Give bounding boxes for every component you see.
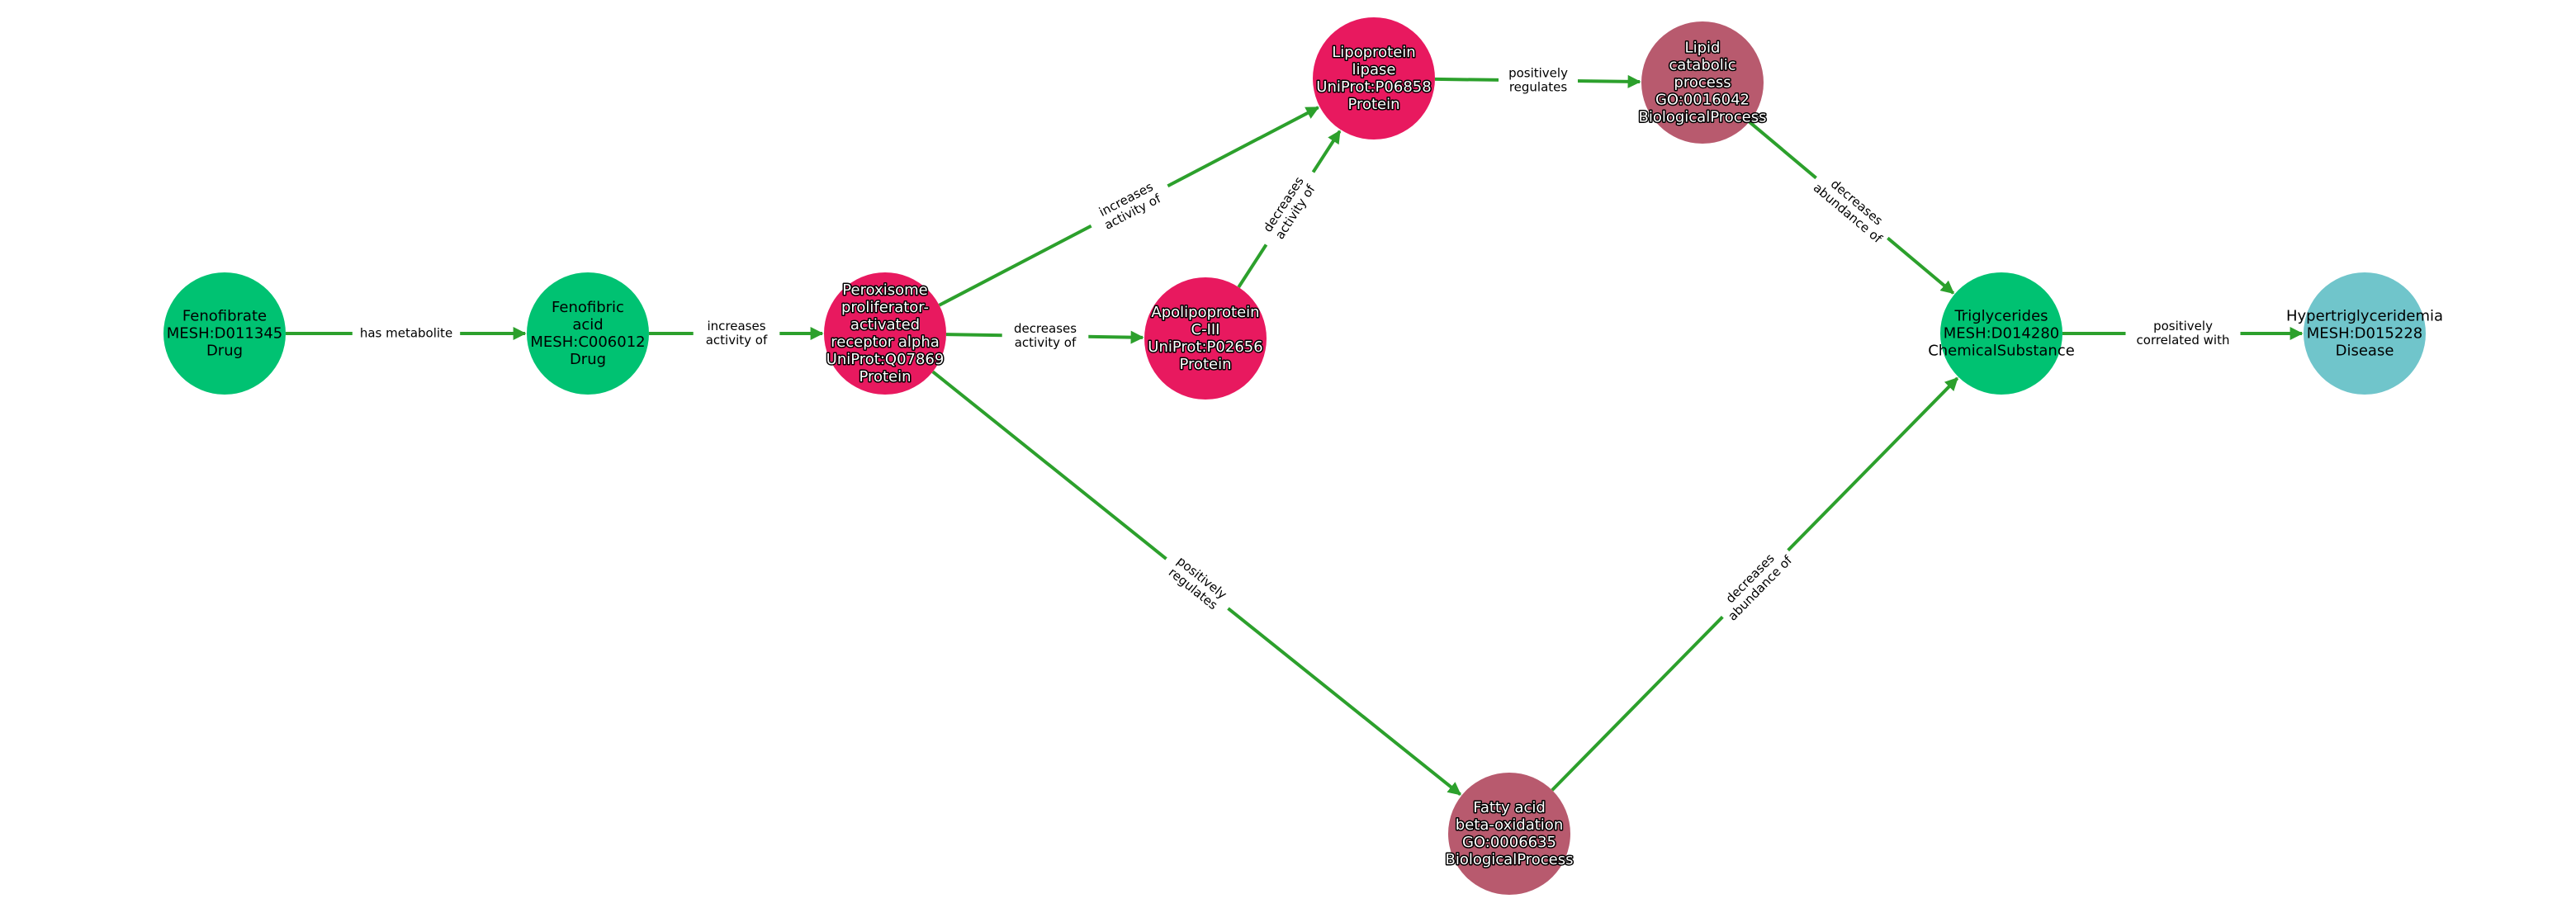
- node-label-line: Protein: [1347, 96, 1399, 113]
- node-label-line: MESH:D015228: [2307, 325, 2423, 343]
- node-label-line: Triglycerides: [1953, 308, 2048, 325]
- node-label-line: UniProt:P02656: [1148, 338, 1262, 356]
- node-circle[interactable]: [1940, 272, 2062, 395]
- node-label-line: BiologicalProcess: [1638, 109, 1766, 126]
- node-label-line: UniProt:P06858: [1316, 78, 1431, 96]
- node-circle[interactable]: [163, 272, 286, 395]
- node-label-line: process: [1674, 74, 1731, 92]
- node-label-line: MESH:C006012: [530, 333, 645, 351]
- node-label-line: C-III: [1191, 321, 1220, 338]
- edge-label: has metabolite: [352, 324, 461, 343]
- edge-label-background: [1156, 546, 1238, 621]
- node-circle[interactable]: [527, 272, 649, 395]
- edge-label-background: [1711, 539, 1800, 628]
- edge-label-background: [352, 324, 461, 343]
- node-lipidcat[interactable]: LipidcatabolicprocessGO:0016042Biologica…: [1637, 21, 1768, 144]
- node-label-line: ChemicalSubstance: [1928, 343, 2075, 360]
- edge-label-background: [1083, 172, 1176, 240]
- edge-label-background: [2125, 318, 2241, 349]
- node-label-line: UniProt:Q07869: [826, 351, 945, 368]
- node-label-line: activated: [850, 316, 920, 333]
- node-label-line: acid: [572, 316, 603, 333]
- edge-label-background: [1499, 64, 1578, 97]
- edge-label-background: [1002, 320, 1089, 352]
- node-label-line: Drug: [570, 351, 606, 368]
- edge-label-line: increases: [707, 319, 765, 333]
- node-label-line: Protein: [859, 368, 911, 385]
- node-label-line: Disease: [2336, 343, 2394, 360]
- node-label-line: GO:0016042: [1655, 92, 1750, 109]
- node-circle[interactable]: [824, 272, 946, 395]
- edge-label-line: decreases: [1014, 321, 1077, 336]
- node-label-line: Apolipoprotein: [1151, 304, 1259, 321]
- nodes-layer: FenofibrateMESH:D011345DrugFenofibricaci…: [163, 17, 2443, 895]
- node-circle[interactable]: [2304, 272, 2426, 395]
- node-circle[interactable]: [1641, 21, 1764, 144]
- node-circle[interactable]: [1448, 773, 1570, 895]
- edge-label-background: [1252, 163, 1327, 253]
- node-label-line: MESH:D014280: [1944, 325, 2060, 343]
- node-label-line: Hypertriglyceridemia: [2286, 308, 2443, 325]
- node-circle[interactable]: [1313, 17, 1435, 140]
- node-label-line: Fenofibric: [552, 299, 624, 316]
- node-label-line: lipase: [1352, 61, 1396, 78]
- node-label-line: catabolic: [1669, 57, 1735, 74]
- edge-label-line: activity of: [706, 333, 768, 348]
- node-label-line: receptor alpha: [831, 333, 940, 351]
- node-label-line: Fatty acid: [1473, 799, 1546, 816]
- edge-label-line: positively: [1508, 66, 1568, 81]
- edge-label-line: has metabolite: [360, 326, 452, 341]
- node-label-line: Lipid: [1685, 40, 1721, 57]
- edge-label-background: [1806, 166, 1898, 250]
- edge-label-background: [693, 318, 780, 349]
- node-label-line: Drug: [206, 343, 243, 360]
- edge-label-line: activity of: [1015, 335, 1077, 350]
- node-label-line: Peroxisome: [842, 281, 927, 299]
- node-tg[interactable]: TriglyceridesMESH:D014280ChemicalSubstan…: [1928, 272, 2075, 395]
- node-label-line: Protein: [1179, 356, 1231, 373]
- node-fabo[interactable]: Fatty acidbeta-oxidationGO:0006635Biolog…: [1444, 773, 1574, 895]
- edge-label-line: positively: [2153, 319, 2213, 333]
- node-label-line: beta-oxidation: [1456, 816, 1563, 834]
- node-label-line: MESH:D011345: [167, 325, 283, 343]
- node-label-line: BiologicalProcess: [1445, 851, 1573, 868]
- node-ppara[interactable]: Peroxisomeproliferator-activatedreceptor…: [824, 272, 946, 395]
- node-label-line: Lipoprotein: [1332, 44, 1415, 61]
- node-circle[interactable]: [1144, 277, 1267, 400]
- edge-label-line: correlated with: [2137, 333, 2230, 348]
- node-label-line: Fenofibrate: [182, 308, 267, 325]
- edge-label-line: regulates: [1509, 80, 1568, 95]
- node-label-line: GO:0006635: [1462, 834, 1556, 851]
- node-label-line: proliferator-: [841, 299, 929, 316]
